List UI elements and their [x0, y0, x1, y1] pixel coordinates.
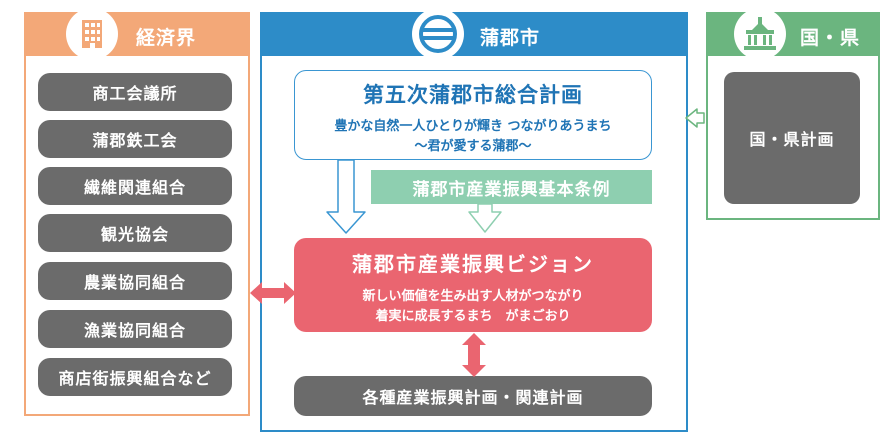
economy-item: 繊維関連組合 [38, 167, 232, 205]
economy-item: 商店街振興組合など [38, 358, 232, 396]
economy-item: 漁業協同組合 [38, 310, 232, 348]
government-building-icon [734, 8, 786, 60]
economy-item: 蒲郡鉄工会 [38, 120, 232, 158]
economy-item: 農業協同組合 [38, 262, 232, 300]
national-plan-box: 国・県計画 [724, 72, 860, 204]
vision-slogan-line1: 新しい価値を生み出す人材がつながり [362, 289, 584, 304]
economy-vision-double-arrow [250, 282, 296, 304]
plan-to-vision-arrow [326, 159, 366, 234]
vision-slogan-line2: 着実に成長するまち がまごおり [375, 309, 571, 324]
economy-item: 商工会議所 [38, 73, 232, 111]
comprehensive-plan-slogan: 豊かな自然一人ひとりが輝き つながりあうまち [334, 119, 612, 134]
city-title: 蒲郡市 [480, 27, 541, 49]
related-plans-box: 各種産業振興計画・関連計画 [294, 376, 652, 416]
economy-title: 経済界 [136, 27, 197, 49]
economy-item: 観光協会 [38, 214, 232, 252]
city-emblem-icon [412, 8, 464, 60]
comprehensive-plan-tagline: ～君が愛する蒲郡～ [414, 139, 532, 154]
comprehensive-plan-title: 第五次蒲郡市総合計画 [363, 83, 583, 107]
vision-title: 蒲郡市産業振興ビジョン [352, 252, 594, 276]
comprehensive-plan-box: 第五次蒲郡市総合計画 豊かな自然一人ひとりが輝き つながりあうまち ～君が愛する… [294, 70, 652, 160]
vision-related-double-arrow [462, 333, 486, 377]
vision-box: 蒲郡市産業振興ビジョン 新しい価値を生み出す人材がつながり 着実に成長するまち … [294, 238, 652, 332]
ordinance-box: 蒲郡市産業振興基本条例 [371, 170, 652, 204]
city-header [262, 14, 686, 56]
economy-header [26, 14, 248, 56]
national-title: 国・県 [800, 27, 861, 49]
building-icon [66, 8, 118, 60]
national-to-plan-arrow [685, 108, 705, 128]
ordinance-to-vision-arrow [468, 203, 502, 233]
